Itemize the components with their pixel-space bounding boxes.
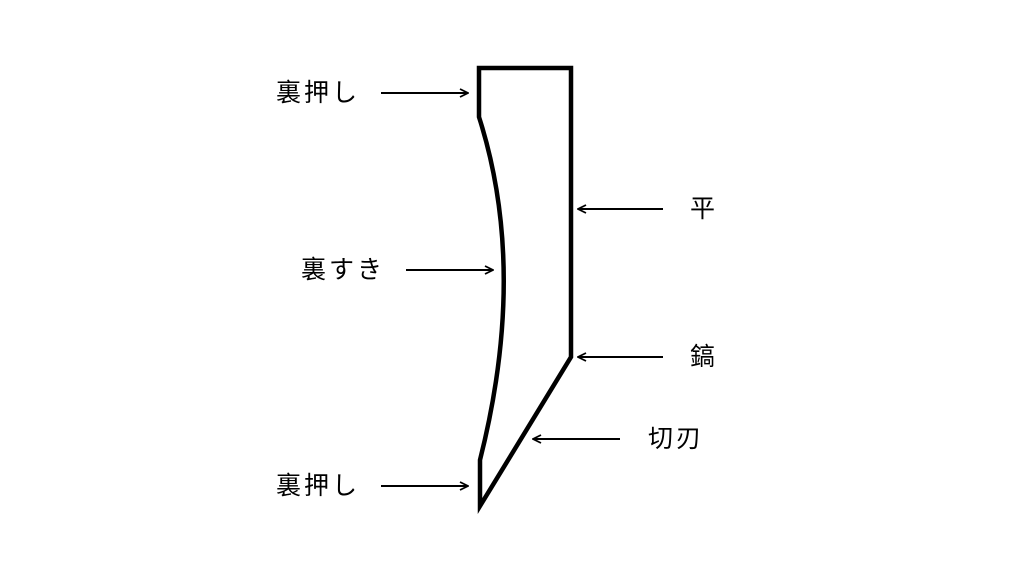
- label-shinogi: 鎬: [690, 342, 719, 371]
- label-ura-suki: 裏すき: [301, 255, 386, 284]
- blade-cross-section: [476, 65, 574, 515]
- label-hira: 平: [690, 194, 719, 223]
- label-ura-oshi-top: 裏押し: [276, 78, 361, 107]
- label-ura-oshi-bottom: 裏押し: [276, 471, 361, 500]
- label-kiriha: 切刃: [648, 424, 705, 453]
